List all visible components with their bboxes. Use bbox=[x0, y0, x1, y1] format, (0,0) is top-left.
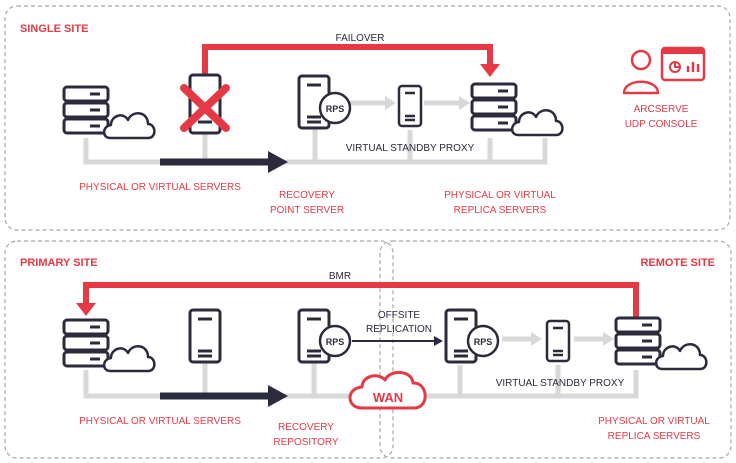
remote-replica-label-line1: PHYSICAL OR VIRTUAL bbox=[598, 416, 710, 427]
primary-cloud-icon bbox=[102, 345, 156, 373]
offsite-label-line2: REPLICATION bbox=[366, 324, 432, 335]
primary-rps-badge bbox=[318, 324, 352, 358]
primary-site-title: PRIMARY SITE bbox=[20, 257, 98, 269]
source-cloud-icon bbox=[102, 112, 156, 140]
primary-site-frame bbox=[4, 240, 394, 459]
wan-label: WAN bbox=[373, 390, 403, 405]
replica-server-stack bbox=[470, 82, 518, 132]
wan-cloud-icon bbox=[348, 371, 427, 410]
rps-label-line2: POINT SERVER bbox=[270, 205, 344, 216]
bmr-arrow bbox=[83, 282, 639, 318]
failover-label: FAILOVER bbox=[336, 33, 385, 44]
udp-console-icon bbox=[622, 46, 706, 95]
svg-text:RPS: RPS bbox=[326, 337, 345, 347]
console-label-line2: UDP CONSOLE bbox=[625, 119, 698, 130]
bmr-label: BMR bbox=[329, 271, 351, 282]
remote-rps-badge bbox=[466, 324, 500, 358]
remote-replica-label-line2: REPLICA SERVERS bbox=[608, 431, 701, 442]
remote-standby-proxy-label: VIRTUAL STANDBY PROXY bbox=[496, 378, 625, 389]
source-server-stack bbox=[62, 85, 110, 135]
replica-cloud-icon bbox=[510, 109, 564, 137]
remote-replica-stack bbox=[614, 316, 662, 366]
repo-label-line1: RECOVERY bbox=[278, 422, 334, 433]
svg-text:RPS: RPS bbox=[474, 337, 493, 347]
standby-proxy-tower bbox=[397, 84, 423, 128]
failover-arrow bbox=[202, 44, 493, 75]
remote-site-frame bbox=[379, 240, 732, 459]
primary-server-stack bbox=[62, 318, 110, 368]
rps-badge bbox=[318, 91, 352, 125]
remote-cloud-icon bbox=[654, 343, 708, 371]
rps-label-line1: RECOVERY bbox=[279, 190, 335, 201]
physical-servers-label: PHYSICAL OR VIRTUAL SERVERS bbox=[79, 182, 241, 193]
primary-servers-label: PHYSICAL OR VIRTUAL SERVERS bbox=[79, 416, 241, 427]
console-label-line1: ARCSERVE bbox=[634, 104, 689, 115]
single-site-frame bbox=[4, 5, 731, 231]
single-site-title: SINGLE SITE bbox=[20, 23, 88, 35]
svg-text:RPS: RPS bbox=[326, 104, 345, 114]
offsite-label-line1: OFFSITE bbox=[378, 310, 421, 321]
remote-standby-proxy-tower bbox=[545, 319, 571, 363]
replica-label-line1: PHYSICAL OR VIRTUAL bbox=[444, 190, 556, 201]
repo-label-line2: REPOSITORY bbox=[273, 437, 339, 448]
primary-server-tower bbox=[188, 308, 222, 364]
remote-site-title: REMOTE SITE bbox=[640, 257, 715, 269]
standby-proxy-label: VIRTUAL STANDBY PROXY bbox=[346, 143, 475, 154]
failure-x-icon bbox=[180, 84, 230, 132]
replica-label-line2: REPLICA SERVERS bbox=[454, 205, 547, 216]
